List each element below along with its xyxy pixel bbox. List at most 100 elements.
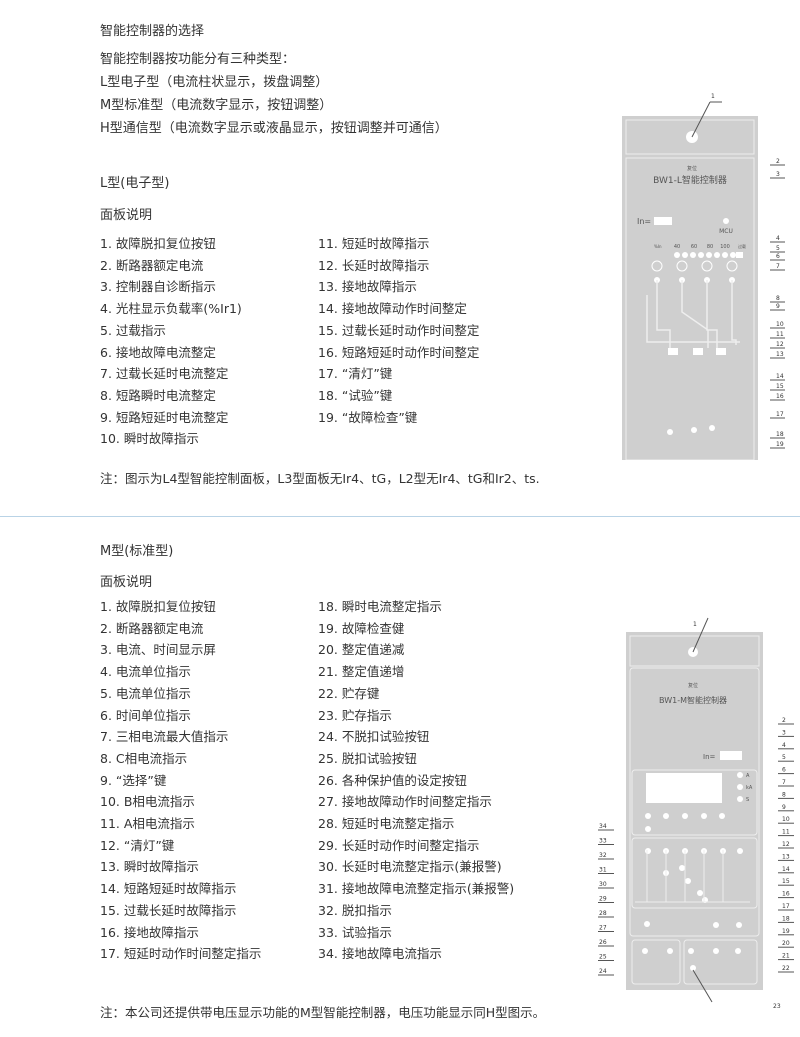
indicator-button[interactable] bbox=[667, 948, 673, 954]
list-item: 17. 短延时动作时间整定指示 bbox=[100, 946, 262, 962]
callout-number: 29 bbox=[599, 896, 607, 903]
test-frame bbox=[631, 939, 681, 985]
callout-number: 31 bbox=[599, 867, 607, 874]
list-item: 16. 短路短延时动作时间整定 bbox=[318, 344, 480, 360]
indicator-button[interactable] bbox=[690, 965, 696, 971]
list-item: 29. 长延时动作时间整定指示 bbox=[318, 837, 480, 853]
callout-number: 16 bbox=[776, 393, 784, 400]
indicator-button[interactable] bbox=[713, 948, 719, 954]
callout-number: 23 bbox=[773, 1003, 781, 1010]
list-item: 6. 接地故障电流整定 bbox=[100, 344, 216, 360]
list-item: 16. 接地故障指示 bbox=[100, 924, 199, 940]
callout-number: 4 bbox=[782, 742, 786, 749]
indicator-button[interactable] bbox=[642, 948, 648, 954]
load-bar-led bbox=[682, 252, 688, 258]
list-item: 26. 各种保护值的设定按钮 bbox=[318, 772, 467, 788]
list-item: 24. 不脱扣试验按钮 bbox=[318, 729, 430, 745]
setting-dial-icon[interactable] bbox=[701, 260, 713, 272]
callout-number: 5 bbox=[782, 754, 786, 761]
m-panel-body bbox=[626, 632, 763, 990]
model-label: BW1-L智能控制器 bbox=[653, 174, 727, 186]
list-item: 14. 接地故障动作时间整定 bbox=[318, 301, 467, 317]
callout-number: 2 bbox=[782, 717, 786, 724]
setting-dial-icon[interactable] bbox=[651, 260, 663, 272]
indicator-button[interactable] bbox=[701, 813, 707, 819]
indicator-button[interactable] bbox=[645, 848, 651, 854]
indicator-button[interactable] bbox=[697, 890, 703, 896]
indicator-button[interactable] bbox=[663, 813, 669, 819]
load-bar-led bbox=[730, 252, 736, 258]
reset-label: 复位 bbox=[688, 682, 698, 689]
callout-number: 12 bbox=[782, 841, 790, 848]
indicator-button[interactable] bbox=[737, 848, 743, 854]
unit-label: A bbox=[746, 773, 750, 779]
scale-label: 60 bbox=[691, 244, 697, 250]
callout-number: 22 bbox=[782, 965, 790, 972]
intro-line: L型电子型（电流柱状显示，拨盘调整） bbox=[100, 75, 329, 90]
indicator-button[interactable] bbox=[682, 813, 688, 819]
callout-number: 17 bbox=[776, 411, 784, 418]
list-item: 7. 三相电流最大值指示 bbox=[100, 729, 229, 745]
reset-label: 复位 bbox=[687, 165, 697, 172]
m-panel-top-frame bbox=[629, 635, 760, 667]
indicator-button[interactable] bbox=[713, 922, 719, 928]
indicator-button[interactable] bbox=[645, 813, 651, 819]
callout-number: 14 bbox=[776, 373, 784, 380]
callout-number: 13 bbox=[776, 351, 784, 358]
indicator-button[interactable] bbox=[719, 813, 725, 819]
callout-number: 19 bbox=[776, 441, 784, 448]
indicator-button[interactable] bbox=[736, 922, 742, 928]
unit-a-indicator bbox=[737, 772, 743, 778]
list-item: 8. 短路瞬时电流整定 bbox=[100, 387, 216, 403]
unit-ka-indicator bbox=[737, 784, 743, 790]
pct-label: %In bbox=[654, 244, 662, 249]
list-item: 5. 过载指示 bbox=[100, 322, 166, 338]
m-panel-wiring bbox=[635, 850, 750, 903]
mcu-label: MCU bbox=[719, 228, 733, 235]
l-section-heading: L型(电子型) bbox=[100, 176, 170, 191]
indicator-button[interactable] bbox=[645, 826, 651, 832]
setting-dial-icon[interactable] bbox=[676, 260, 688, 272]
rated-current-plate bbox=[654, 217, 672, 225]
list-item: 10. 瞬时故障指示 bbox=[100, 431, 199, 447]
setting-dial-icon[interactable] bbox=[726, 260, 738, 272]
list-item: 15. 过载长延时故障指示 bbox=[100, 902, 237, 918]
l-panel-frame bbox=[625, 157, 755, 460]
indicator-button[interactable] bbox=[679, 865, 685, 871]
list-item: 11. 短延时故障指示 bbox=[318, 236, 430, 251]
indicator-button[interactable] bbox=[644, 921, 650, 927]
list-item: 18. 瞬时电流整定指示 bbox=[318, 599, 442, 614]
intro-line: M型标准型（电流数字显示，按钮调整） bbox=[100, 98, 333, 113]
tg-selector bbox=[668, 348, 678, 355]
callout-number: 19 bbox=[782, 928, 790, 935]
indicator-button[interactable] bbox=[688, 948, 694, 954]
indicator-button[interactable] bbox=[685, 878, 691, 884]
list-item: 9. “选择”键 bbox=[100, 772, 167, 788]
intro-line: 智能控制器按功能分有三种类型： bbox=[100, 52, 296, 67]
l-panel-wiring bbox=[646, 280, 740, 348]
indicator-button[interactable] bbox=[735, 948, 741, 954]
list-item: 11. A相电流指示 bbox=[100, 816, 195, 831]
callout-line bbox=[692, 969, 713, 1003]
list-item: 34. 接地故障电流指示 bbox=[318, 946, 442, 962]
callout-number: 15 bbox=[776, 383, 784, 390]
list-item: 13. 瞬时故障指示 bbox=[100, 859, 199, 875]
l-section-subheading: 面板说明 bbox=[100, 208, 153, 223]
list-item: 31. 接地故障电流整定指示(兼报警) bbox=[318, 881, 515, 897]
list-item: 15. 过载长延时动作时间整定 bbox=[318, 322, 480, 338]
callout-number: 18 bbox=[776, 431, 784, 438]
fault-check-key-icon bbox=[667, 429, 673, 435]
list-item: 19. 故障检查健 bbox=[318, 620, 405, 636]
callout-number: 30 bbox=[599, 881, 607, 888]
list-item: 32. 脱扣指示 bbox=[318, 902, 392, 918]
list-item: 7. 过载长延时电流整定 bbox=[100, 366, 229, 382]
list-item: 1. 故障脱扣复位按钮 bbox=[100, 236, 216, 251]
list-item: 21. 整定值递增 bbox=[318, 664, 405, 680]
list-item: 19. “故障检查”键 bbox=[318, 409, 418, 425]
list-item: 5. 电流单位指示 bbox=[100, 685, 191, 701]
callout-number: 28 bbox=[599, 910, 607, 917]
list-item: 23. 贮存指示 bbox=[318, 707, 392, 723]
list-item: 12. “清灯”键 bbox=[100, 837, 175, 853]
callout-number: 3 bbox=[776, 171, 780, 178]
